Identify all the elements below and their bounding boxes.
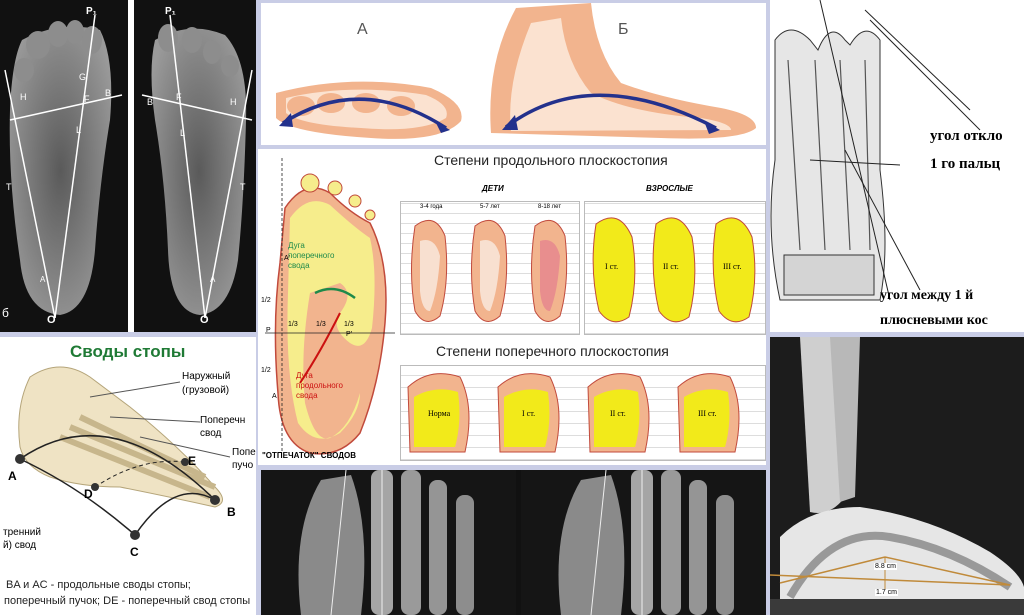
arches-legend-1: BA и AC - продольные своды стопы; [6,579,191,591]
flatfoot-arch-transverse-1: Дуга [288,241,305,250]
footprint-label-t: T [6,182,12,192]
footprint-label-t-right: T [240,182,246,192]
footprint-imprint-diagram [260,153,400,463]
footprint-label-p1-right: P₁ [165,6,176,17]
footprint-label-f-right: F [176,92,182,102]
flatfoot-point-a: A [272,393,277,400]
arches-point-b: B [227,505,236,519]
lateral-xray-image [770,337,1024,615]
flatfoot-adults-heading: ВЗРОСЛЫЕ [646,184,693,193]
footprint-label-l: L [76,125,81,135]
adult-degree-3: III ст. [723,262,741,271]
arches-point-e: E [188,454,196,468]
flatfoot-arch-transverse-2: поперечного [288,251,334,260]
flatfoot-arch-longitudinal-3: свода [296,391,318,400]
deviation-text-4: плюсневыми кос [880,313,988,329]
transverse-degree-0: Норма [428,409,450,418]
flatfoot-point-p: P [266,327,271,334]
arches-inner-2: й) свод [3,540,36,551]
foot-arches-panel: Своды стопы Наружный (грузовой) Поперечн… [0,337,256,615]
arches-point-a: A [8,469,17,483]
arch-comparison-panel: А Б [261,3,766,145]
arches-transverse-1: Поперечн [200,415,245,426]
adult-degree-2: II ст. [663,262,679,271]
flatfoot-fraction-2: 1/3 [288,321,298,328]
deviation-text-2: 1 го пальц [930,156,1000,173]
footprint-label-b-right: B [147,97,153,107]
flatfoot-arch-longitudinal-1: Дуга [296,371,313,380]
flatfoot-fraction-1: 1/2 [261,297,271,304]
arches-bundle-1: Попе [232,447,256,458]
age-label-2: 5-7 лет [480,204,500,210]
footprint-label-o-left: O [47,314,56,326]
footprint-label-f: F [84,94,90,104]
footprint-label-g: G [79,72,86,82]
toe-deviation-panel: угол откло 1 го пальц угол между 1 й плю… [770,0,1024,332]
flatfoot-title-transverse: Степени поперечного плоскостопия [436,343,669,359]
flatfoot-point-p-prime: P' [346,331,352,338]
transverse-degree-3: III ст. [698,409,716,418]
arches-outer-2: (грузовой) [182,385,229,396]
deviation-text-1: угол откло [930,128,1003,145]
lateral-xray-panel: 8.8 cm 1.7 cm [770,337,1024,615]
footprint-label-o-right: O [200,314,209,326]
footprint-label-a: A [40,275,45,284]
footprint-xray-panel: P₁ P₁ O O H G B F L T A B F H L T A б [0,0,256,332]
flatfoot-arch-longitudinal-2: продольного [296,381,343,390]
footprint-label-b: B [105,88,111,98]
lateral-measure-2: 1.7 cm [875,589,898,596]
flatfoot-fraction-4: 1/3 [344,321,354,328]
arches-inner-1: тренний [3,527,41,538]
footprint-label-p1-left: P₁ [86,6,97,17]
flatfoot-children-heading: ДЕТИ [482,184,504,193]
ap-xray-image [261,470,766,615]
flatfoot-imprint-caption: "ОТПЕЧАТОК" СВОДОВ [262,451,356,460]
flatfoot-fraction-5: 1/2 [261,367,271,374]
flatfoot-degrees-panel: Дуга поперечного свода Дуга продольного … [258,149,766,465]
deviation-text-3: угол между 1 й [880,288,973,304]
footprint-label-h-right: H [230,97,237,107]
lateral-measure-1: 8.8 cm [874,563,897,570]
footprint-corner-label: б [2,306,9,320]
age-label-1: 3-4 года [420,204,442,210]
transverse-degree-2: II ст. [610,409,626,418]
arch-comparison-image [261,3,766,145]
age-label-3: 8-18 лет [538,204,561,210]
footprint-xray-image [0,0,256,332]
arch-label-b: Б [618,21,629,39]
adult-degree-1: I ст. [605,262,618,271]
flatfoot-point-a-prime: A' [284,255,290,262]
footprint-label-l-right: L [180,128,185,138]
arches-outer-1: Наружный [182,371,230,382]
arches-point-d: D [84,487,93,501]
arches-title: Своды стопы [70,342,185,362]
children-footprint-shapes [400,211,578,331]
arches-bundle-2: пучо [232,460,253,471]
flatfoot-title-longitudinal: Степени продольного плоскостопия [434,152,668,168]
ap-xray-panel [261,470,766,615]
arches-legend-2: поперечный пучок; DE - поперечный свод с… [4,595,250,607]
arch-label-a: А [357,21,368,39]
flatfoot-arch-transverse-3: свода [288,261,310,270]
arches-transverse-2: свод [200,428,221,439]
transverse-degree-1: I ст. [522,409,535,418]
footprint-label-h: H [20,92,27,102]
arches-point-c: C [130,545,139,559]
footprint-label-a-right: A [210,275,215,284]
flatfoot-fraction-3: 1/3 [316,321,326,328]
